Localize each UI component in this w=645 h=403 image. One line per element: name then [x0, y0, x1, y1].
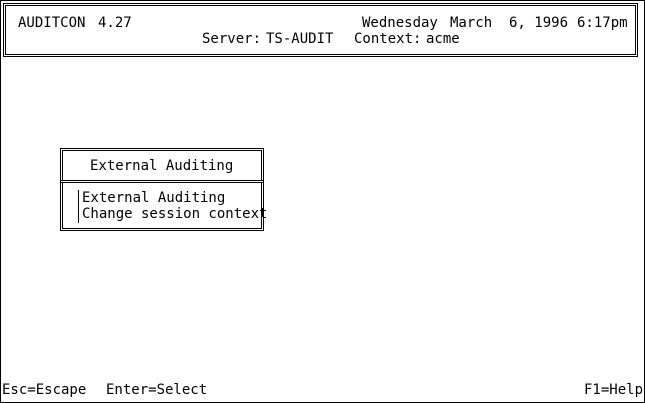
menu-item-change-session-context[interactable]: Change session context	[82, 206, 268, 222]
context-label: Context:	[354, 31, 422, 47]
menu-item-external-auditing[interactable]: External Auditing	[82, 190, 226, 206]
header-panel	[3, 3, 638, 57]
app-version: 4.27	[98, 15, 132, 31]
server-name: TS-AUDIT	[266, 31, 334, 47]
app-name: AUDITCON	[18, 15, 86, 31]
server-label: Server:	[202, 31, 262, 47]
context-name: acme	[426, 31, 460, 47]
menu-title: External Auditing	[90, 158, 234, 174]
current-weekday: Wednesday	[362, 15, 438, 31]
menu-list-box	[60, 180, 264, 231]
selection-cursor-bar	[78, 190, 79, 223]
current-date: March 6, 1996	[450, 15, 569, 31]
select-key-hint[interactable]: Enter=Select	[106, 382, 208, 398]
escape-key-hint[interactable]: Esc=Escape	[2, 382, 87, 398]
help-key-hint[interactable]: F1=Help	[584, 382, 644, 398]
current-time: 6:17pm	[577, 15, 628, 31]
